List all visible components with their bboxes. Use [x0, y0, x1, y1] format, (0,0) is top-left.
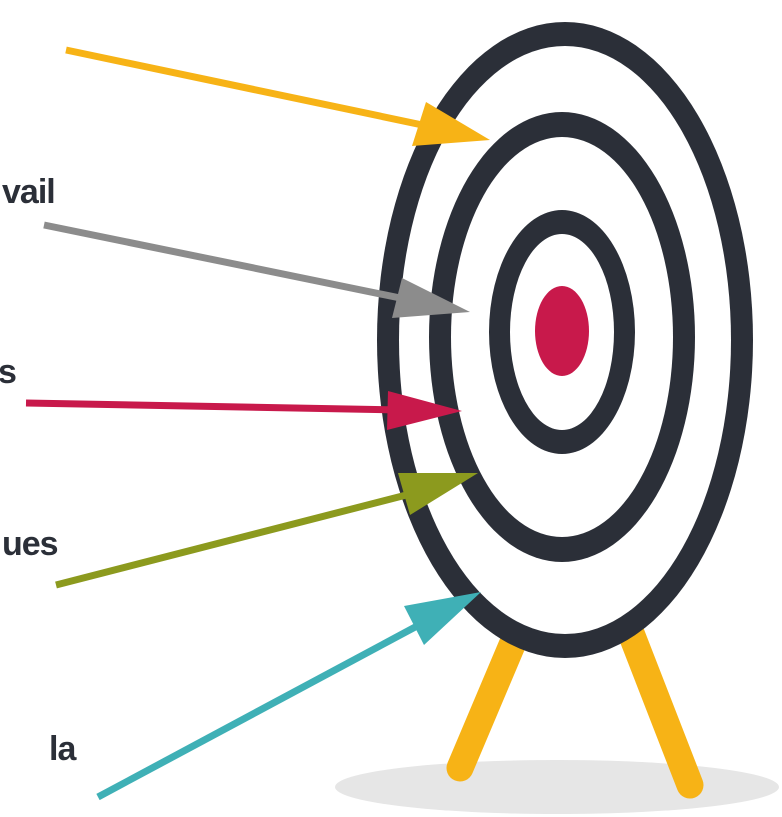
arrow-5-shaft [98, 618, 432, 797]
arrow-2-shaft [44, 225, 410, 300]
ground-shadow [335, 760, 779, 814]
label-vail: vail [2, 173, 55, 211]
arrow-4-shaft [56, 492, 418, 585]
stand-leg-left [460, 645, 512, 768]
arrow-1 [66, 50, 490, 146]
label-ues: ues [2, 525, 58, 563]
label-s: s [0, 353, 16, 391]
arrow-3 [26, 391, 462, 430]
label-la: la [49, 730, 77, 768]
arrow-1-shaft [66, 50, 432, 127]
arrow-3-shaft [26, 403, 400, 410]
arrow-5-head [404, 592, 481, 645]
bullseye [535, 286, 589, 376]
